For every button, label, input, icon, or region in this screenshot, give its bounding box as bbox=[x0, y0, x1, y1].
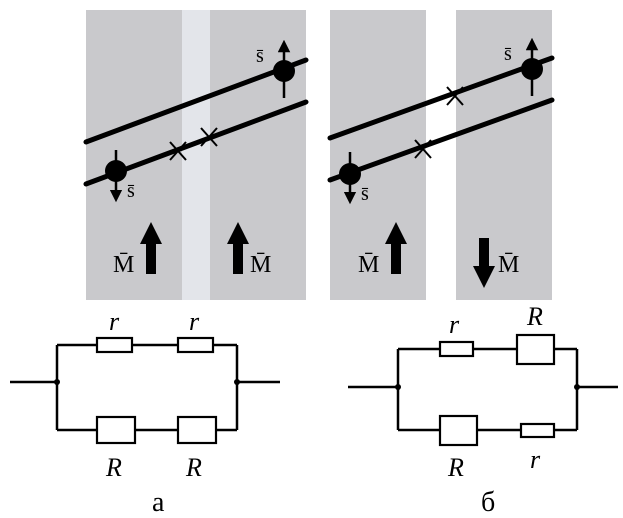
panel-a-right-magnetization-label: M̄ bbox=[250, 252, 271, 278]
caption-b: б bbox=[481, 487, 495, 518]
panel-b-right-electron bbox=[521, 37, 543, 96]
caption-a: а bbox=[152, 487, 165, 518]
panel-a-left-magnetization-label: M̄ bbox=[113, 252, 134, 278]
panel-a-upper-track bbox=[83, 57, 309, 145]
circuit-b-bottom-resistor-2 bbox=[519, 422, 556, 439]
circuit-a-top-resistor-2 bbox=[176, 336, 215, 354]
panel-b: s̄ s̄ M̄ M̄ bbox=[327, 10, 555, 300]
panel-b-spacer-layer bbox=[426, 10, 456, 300]
panel-b-lower-track bbox=[327, 97, 555, 183]
panel-b-left-magnetization-arrow bbox=[385, 222, 407, 274]
panel-a-scatter-cross-2 bbox=[200, 127, 218, 147]
panel-b-scatter-cross-2 bbox=[446, 86, 464, 106]
circuit-a: r r R R bbox=[10, 307, 280, 482]
circuit-b-top-label-2: R bbox=[526, 302, 543, 331]
panel-a-right-electron bbox=[273, 39, 295, 98]
panel-a-right-spin-label: s̄ bbox=[256, 45, 264, 67]
panel-a-left-spin-label: s̄ bbox=[127, 180, 135, 202]
circuit-a-top-resistor-1 bbox=[95, 336, 134, 354]
panel-b-right-magnetization-arrow bbox=[473, 238, 495, 288]
circuit-a-top-label-2: r bbox=[189, 307, 200, 336]
circuit-a-left-node bbox=[54, 379, 60, 385]
panel-a-spacer-layer bbox=[182, 10, 210, 300]
panel-b-left-electron bbox=[339, 152, 361, 205]
circuit-a-bottom-label-1: R bbox=[105, 453, 122, 482]
circuit-a-bottom-resistor-1 bbox=[95, 415, 137, 445]
circuit-b-top-label-1: r bbox=[449, 310, 460, 339]
panel-a-right-magnetization-arrow bbox=[227, 222, 249, 274]
panel-b-left-magnetization-label: M̄ bbox=[358, 252, 379, 278]
panel-a-left-magnetization-arrow bbox=[140, 222, 162, 274]
panel-b-left-ferromagnet bbox=[330, 10, 426, 300]
panel-a-scatter-cross-1 bbox=[169, 141, 187, 161]
panel-b-scatter-cross-1 bbox=[414, 139, 432, 159]
panel-b-upper-track bbox=[327, 55, 555, 141]
circuit-a-bottom-resistor-2 bbox=[176, 415, 218, 445]
circuit-b-left-node bbox=[395, 384, 401, 390]
circuit-b-bottom-label-2: r bbox=[530, 445, 541, 474]
panel-a: s̄ s̄ M̄ M̄ bbox=[83, 10, 309, 300]
panel-b-left-spin-label: s̄ bbox=[361, 183, 369, 205]
circuit-b: r R R r bbox=[348, 302, 618, 482]
circuit-b-top-resistor-2 bbox=[515, 333, 556, 366]
circuit-b-bottom-label-1: R bbox=[447, 453, 464, 482]
panel-b-right-spin-label: s̄ bbox=[504, 43, 512, 65]
circuit-a-bottom-label-2: R bbox=[185, 453, 202, 482]
panel-a-right-ferromagnet bbox=[210, 10, 306, 300]
panel-b-right-magnetization-label: M̄ bbox=[498, 252, 519, 278]
panel-a-left-electron bbox=[105, 150, 127, 203]
circuit-b-top-resistor-1 bbox=[438, 340, 475, 358]
circuit-b-bottom-resistor-1 bbox=[438, 414, 479, 447]
circuit-a-right-node bbox=[234, 379, 240, 385]
circuit-a-top-label-1: r bbox=[109, 307, 120, 336]
circuit-b-right-node bbox=[574, 384, 580, 390]
panel-b-right-ferromagnet bbox=[456, 10, 552, 300]
